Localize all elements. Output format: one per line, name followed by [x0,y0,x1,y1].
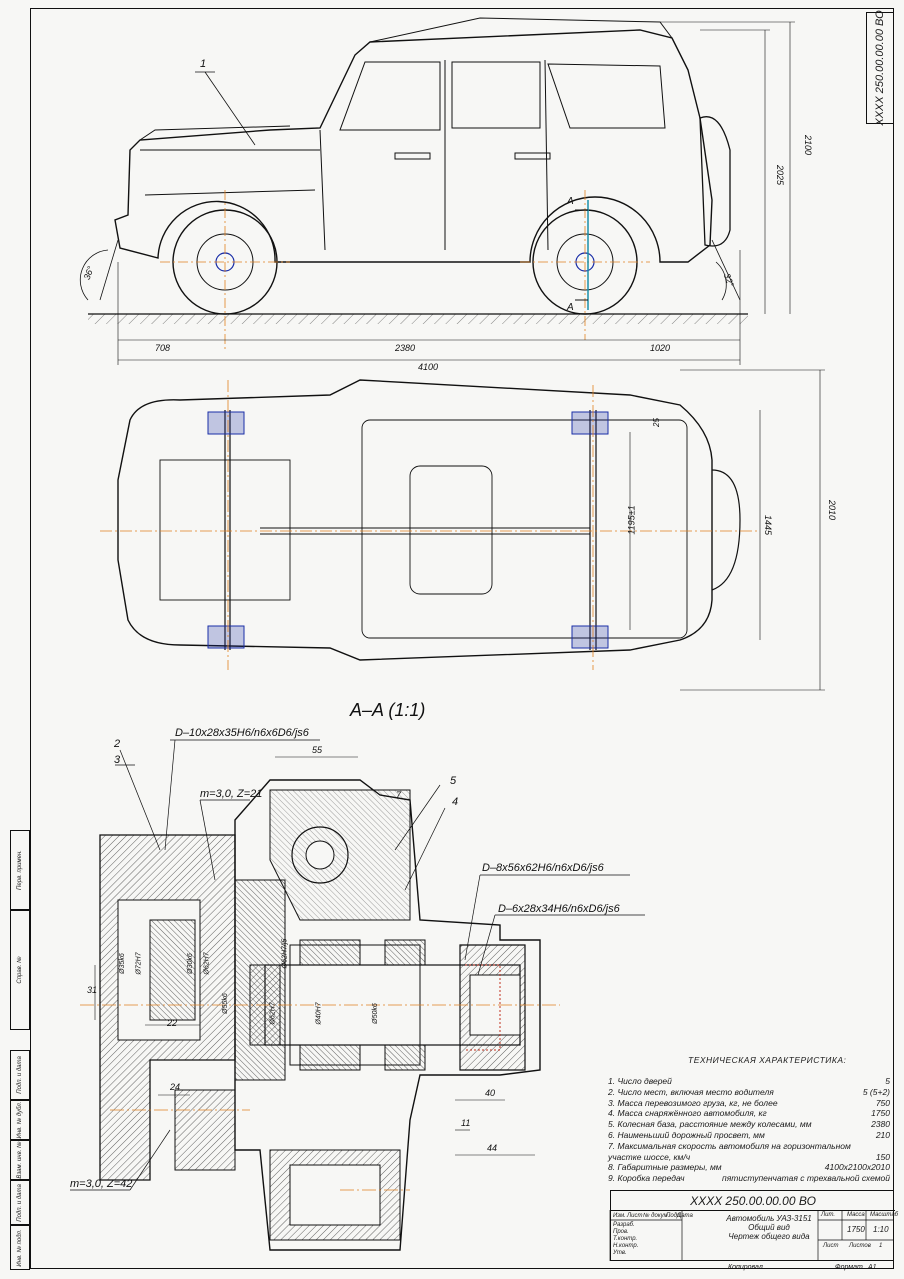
dia-label-2: Ø30k6 [186,953,194,974]
gear-top: m=3,0, Z=21 [200,788,263,800]
dia-label-1: Ø72H7 [135,952,143,975]
gear-bottom: m=3,0, Z=42 [70,1178,133,1190]
spline-right-1: D–8x56x62H6/n6xD6/js6 [482,862,604,874]
title-block-code: XXXX 250.00.00.00 ВО [611,1191,895,1211]
cell-sprav: Справ. № [10,910,30,1030]
row-prov: Пров. [613,1229,629,1235]
cell-podp-data-2: Подп. и дата [10,1180,30,1225]
format-label: Формат [835,1264,863,1271]
callout-2: 2 [114,738,121,750]
dim-height-total: 2100 [803,134,814,156]
spec-row: 5. Колесная база, расстояние между колес… [608,1119,890,1130]
dia-label-3: Ø62H7 [203,952,211,975]
row-razrab: Разраб. [613,1222,635,1228]
sheets-label: Листов [849,1243,871,1249]
sheet-label: Лист [823,1243,839,1249]
name-line-2: Общий вид [748,1223,790,1232]
col-sign: Подп. [666,1213,682,1219]
dim-31: 31 [87,985,98,995]
top-view [100,369,825,691]
drawing-code-stamp: XXXX 250.00.00.00 ВО [866,10,894,126]
col-izm: Изм. [613,1213,626,1219]
section-view [70,739,645,1251]
dim-22: 22 [167,1018,178,1028]
dia-label-6: Ø40H7 [315,1002,323,1025]
left-binding-strip: Перв. примен. Справ. № Подп. и дата Инв.… [10,830,30,1270]
section-title: A–A (1:1) [350,700,426,720]
side-view [79,17,795,365]
dia-label-4: Ø55k6 [221,993,229,1014]
dia-label-5: Ø62H7 [269,1002,277,1025]
dim-axle: 1195±1 [626,505,637,535]
dim-7: 7 [396,790,402,800]
name-line-1: Автомобиль УАЗ-3151 [726,1214,812,1223]
mass-value: 1750 [847,1225,865,1234]
title-block: XXXX 250.00.00.00 ВО Изм. Лист № докум. … [610,1190,898,1261]
ground-hatch [88,314,748,324]
specs-title: ТЕХНИЧЕСКАЯ ХАРАКТЕРИСТИКА: [688,1055,847,1065]
section-mark-top: A [567,196,574,207]
scale-value: 1:10 [873,1225,889,1234]
cell-vzam-inv: Взам. инв. № [10,1140,30,1180]
cell-perv-primen: Перв. примен. [10,830,30,910]
row-utv: Утв. [613,1250,627,1256]
cell-inv-dubl: Инв. № дубл. [10,1100,30,1140]
dim-40: 40 [485,1088,496,1098]
row-nkontr: Н.контр. [613,1243,639,1249]
dim-small: 25 [651,418,661,427]
cell-inv-podl: Инв. № подл. [10,1225,30,1270]
col-doc: № докум. [643,1213,670,1219]
dim-11: 11 [461,1118,471,1128]
drawing-frame [30,8,894,1269]
mass-label: Масса [847,1212,865,1218]
dia-label-7: Ø50k6 [371,1003,379,1024]
dia-label-8: Ø62H7/j5 [281,938,289,969]
scale-label: Масштаб [870,1212,899,1218]
sheets-value: 1 [879,1243,883,1249]
dim-55: 55 [312,745,323,755]
dim-overall-length: 4100 [418,362,439,372]
callout-4: 4 [452,796,459,808]
dim-rear-overhang: 1020 [650,343,671,353]
name-line-3: Чертеж общего вида [728,1232,810,1241]
dia-label-0: Ø35k6 [118,953,126,974]
format-value: А1 [868,1264,877,1271]
dim-wheelbase: 2380 [395,343,416,353]
lit-label: Лит. [821,1212,836,1218]
spec-row: 3. Масса перевозимого груза, кг, не боле… [608,1097,890,1108]
spec-row: 7. Максимальная скорость автомобиля на г… [608,1140,851,1151]
title-block-name: Автомобиль УАЗ-3151 Общий вид Чертеж общ… [719,1214,819,1241]
spline-right-2: D–6x28x34H6/n6xD6/js6 [498,903,620,915]
callout-1: 1 [200,58,207,70]
row-tkontr: Т.контр. [613,1236,638,1242]
dim-track: 1445 [763,514,774,536]
dim-height-body: 2025 [775,164,786,186]
callout-5: 5 [450,775,457,787]
copied-label: Копировал [728,1264,763,1271]
cell-podp-data-1: Подп. и дата [10,1050,30,1100]
spline-top: D–10x28x35H6/n6x6D6/js6 [175,727,309,739]
dim-44: 44 [487,1143,498,1153]
col-date: Дата [677,1213,693,1219]
col-list: Лист [627,1213,643,1219]
callout-3: 3 [114,754,121,766]
dim-width: 2010 [827,499,838,521]
section-mark-bottom: A [567,302,574,313]
dim-24: 24 [170,1082,181,1092]
dim-front-overhang: 708 [155,343,171,353]
